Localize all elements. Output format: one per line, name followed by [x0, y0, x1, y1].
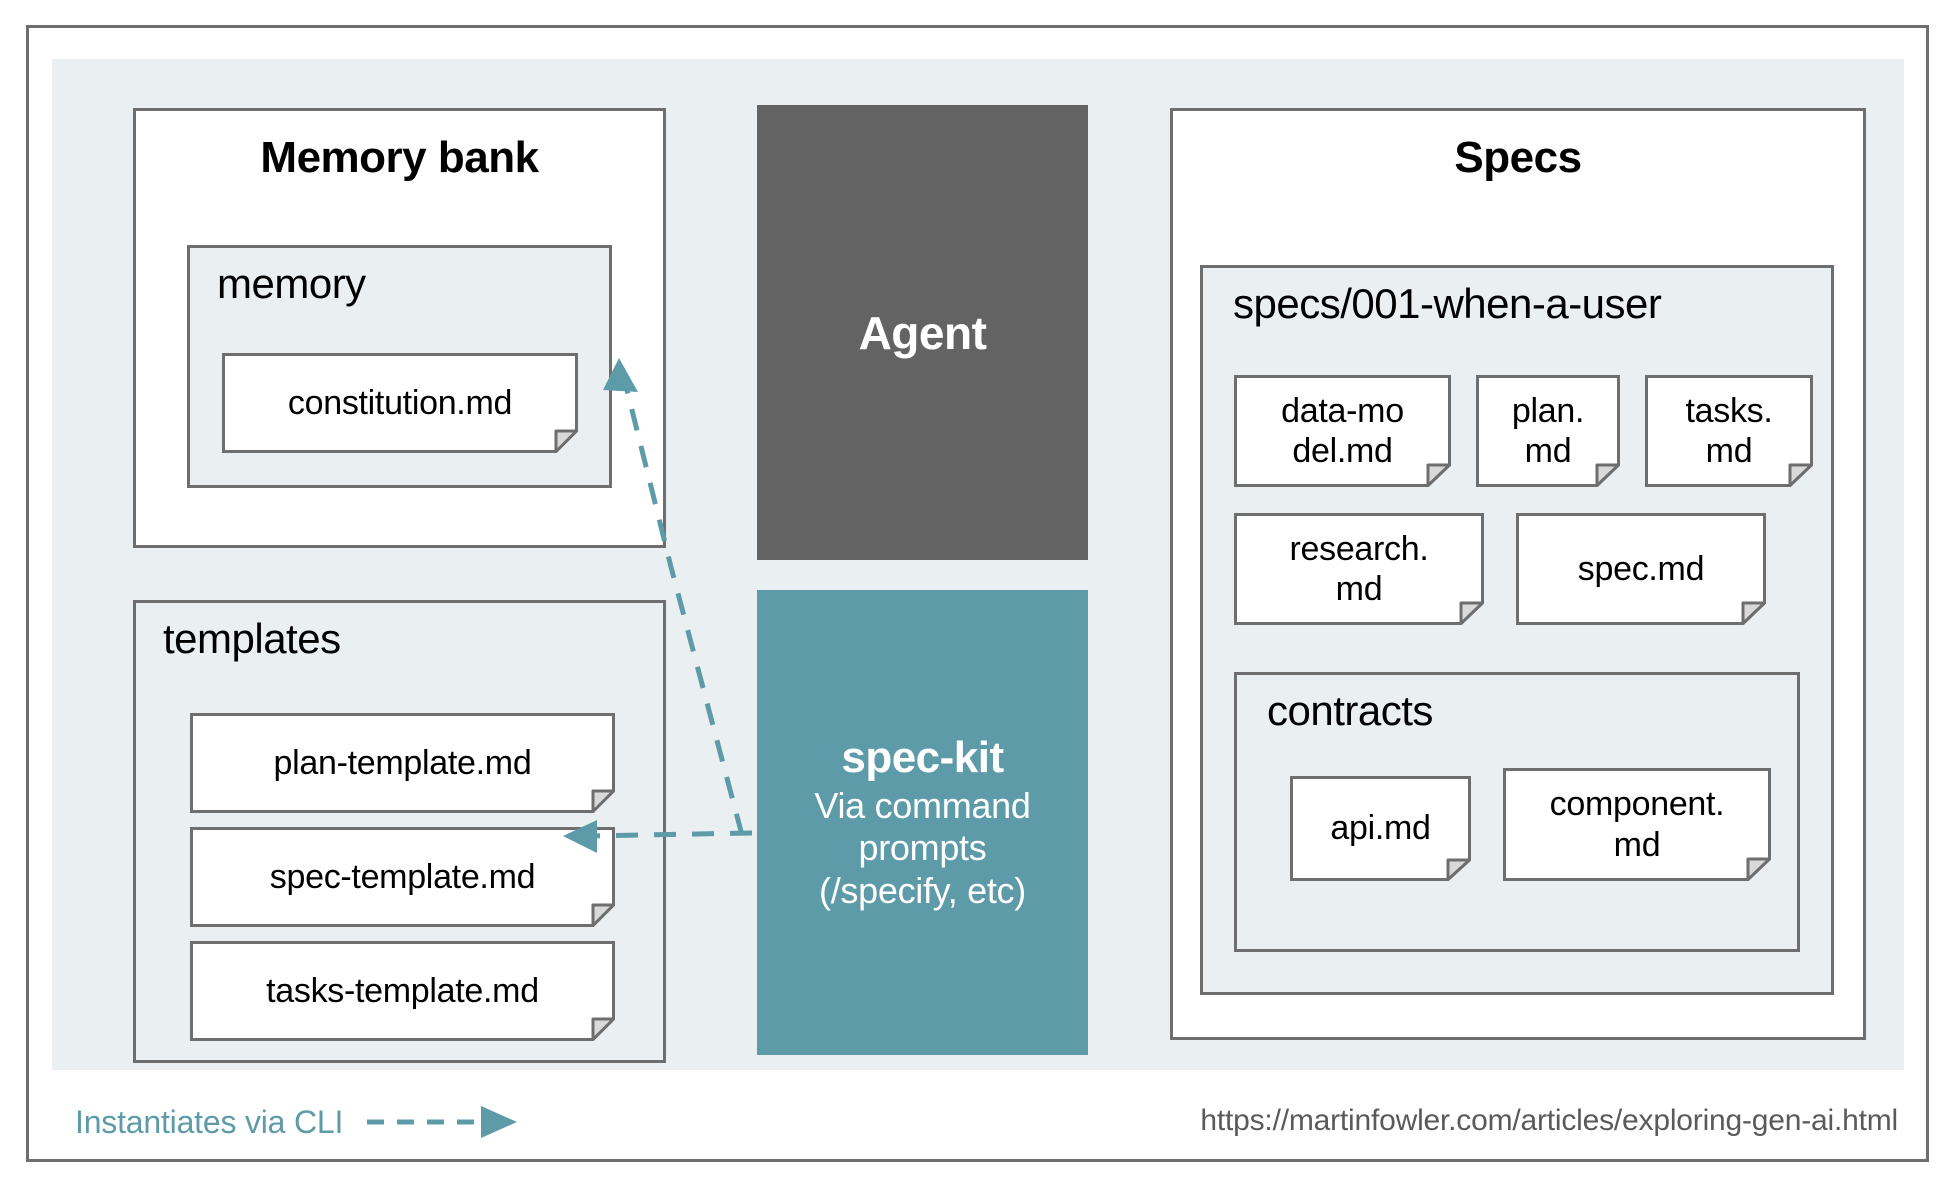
templates-group-title: templates: [163, 615, 341, 662]
doc-card-data-model-md[interactable]: data-mo del.md: [1234, 375, 1451, 487]
doc-card-label: spec.md: [1577, 549, 1705, 588]
document-icon: [1290, 776, 1471, 881]
specs-title: Specs: [1454, 133, 1582, 182]
document-icon: [190, 713, 615, 813]
memory-group-title: memory: [217, 260, 366, 307]
doc-card-spec-md[interactable]: spec.md: [1516, 513, 1766, 625]
document-icon: [190, 941, 615, 1041]
doc-card-label: tasks. md: [1685, 391, 1773, 470]
doc-card-label: research. md: [1289, 529, 1429, 608]
document-icon: [1503, 768, 1771, 881]
spec-kit-subtitle: Via command prompts (/specify, etc): [814, 784, 1031, 911]
document-icon: [1645, 375, 1813, 487]
document-icon: [1476, 375, 1620, 487]
agent-block[interactable]: Agent: [757, 105, 1088, 560]
doc-card-plan-md[interactable]: plan. md: [1476, 375, 1620, 487]
doc-card-label: plan-template.md: [273, 743, 532, 782]
doc-card-label: api.md: [1330, 809, 1431, 848]
contracts-group-title: contracts: [1267, 687, 1433, 734]
document-icon: [1234, 375, 1451, 487]
doc-card-label: component. md: [1549, 785, 1725, 864]
doc-card-research-md[interactable]: research. md: [1234, 513, 1484, 625]
specs-feature-group-title: specs/001-when-a-user: [1233, 280, 1662, 327]
doc-card-plan-template-md[interactable]: plan-template.md: [190, 713, 615, 813]
doc-card-label: data-mo del.md: [1281, 391, 1404, 470]
document-icon: [222, 353, 578, 453]
spec-kit-block[interactable]: spec-kit Via command prompts (/specify, …: [757, 590, 1088, 1055]
dashed-arrow-right-icon: [367, 1106, 518, 1138]
agent-label: Agent: [858, 306, 987, 359]
doc-card-api-md[interactable]: api.md: [1290, 776, 1471, 881]
document-icon: [190, 827, 615, 927]
source-url: https://martinfowler.com/articles/explor…: [1200, 1104, 1898, 1137]
legend-label: Instantiates via CLI: [75, 1103, 344, 1140]
doc-card-component-md[interactable]: component. md: [1503, 768, 1771, 881]
doc-card-spec-template-md[interactable]: spec-template.md: [190, 827, 615, 927]
doc-card-constitution-md[interactable]: constitution.md: [222, 353, 578, 453]
legend: Instantiates via CLI: [75, 1102, 520, 1142]
spec-kit-title: spec-kit: [841, 732, 1004, 782]
doc-card-tasks-md[interactable]: tasks. md: [1645, 375, 1813, 487]
document-icon: [1234, 513, 1484, 625]
doc-card-label: tasks-template.md: [266, 971, 539, 1010]
memory-bank-title: Memory bank: [260, 133, 539, 182]
doc-card-tasks-template-md[interactable]: tasks-template.md: [190, 941, 615, 1041]
doc-card-label: spec-template.md: [269, 857, 536, 896]
doc-card-label: constitution.md: [287, 383, 513, 422]
doc-card-label: plan. md: [1511, 391, 1585, 470]
document-icon: [1516, 513, 1766, 625]
